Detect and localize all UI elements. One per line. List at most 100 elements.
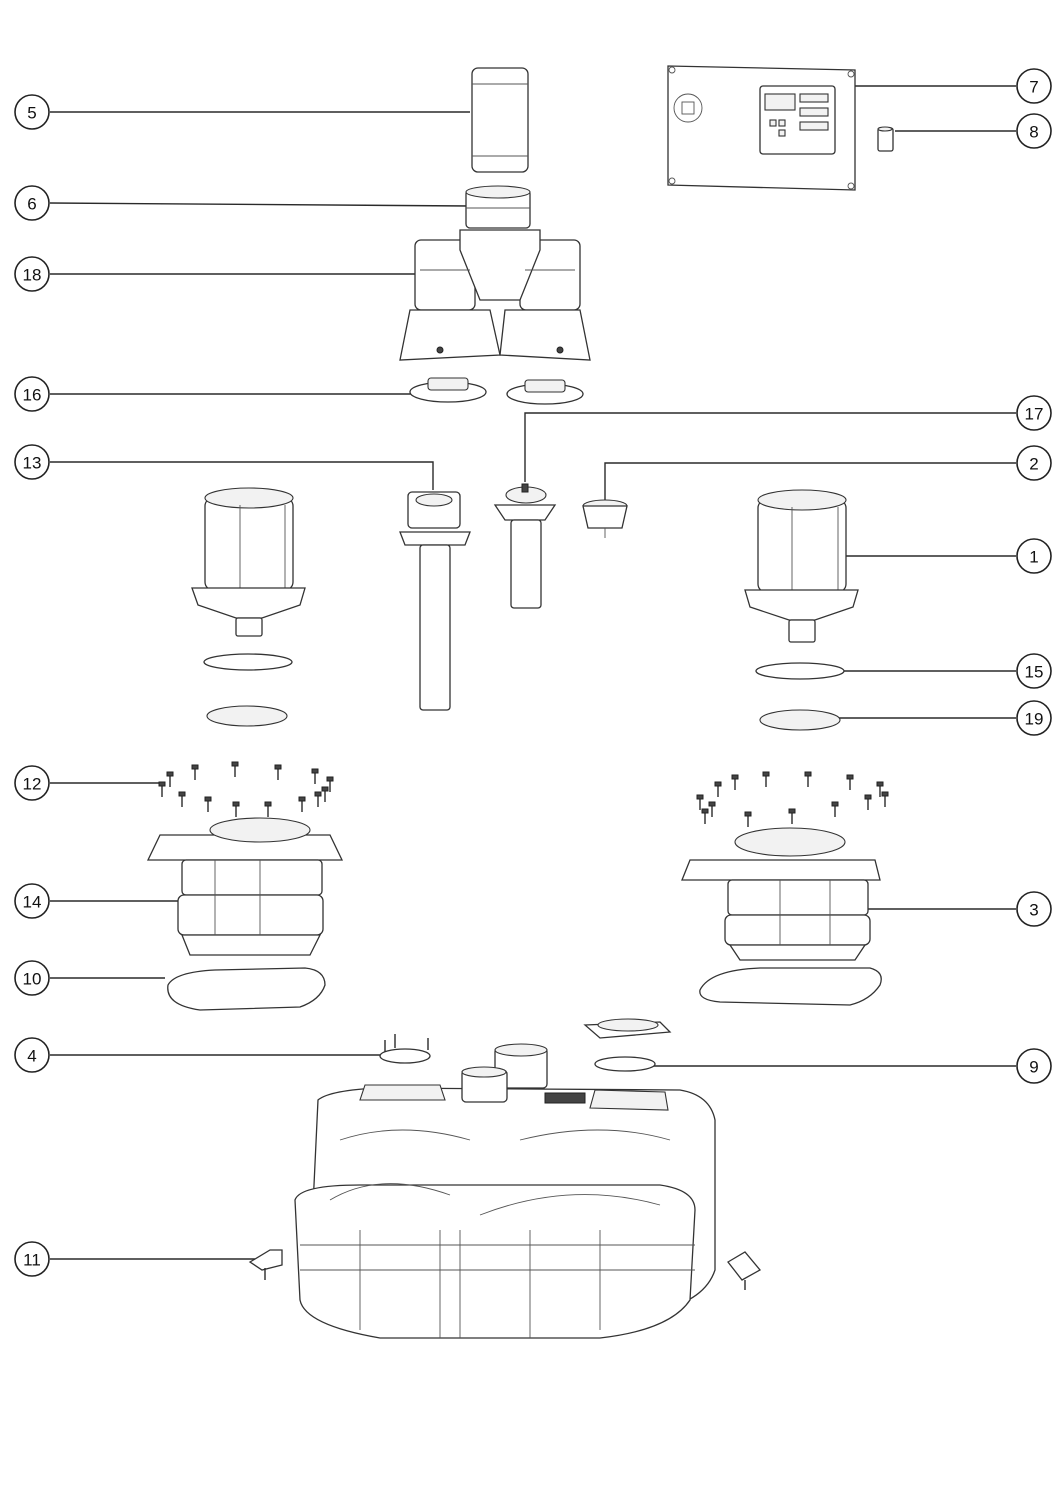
callout-markers: 5 6 18 16 13 12 14 10 4 11 7 8 17 2 1 15 19 3 9: [14, 68, 1052, 1277]
callout-number: 9: [1029, 1058, 1038, 1077]
callout-circle: [14, 256, 50, 292]
bolt-head: [298, 796, 306, 802]
check-valve-icon: [379, 1034, 431, 1064]
bolt-head: [731, 774, 739, 780]
pump-housing-icon: [146, 817, 344, 956]
callout-circle: [14, 960, 50, 996]
callout-4: 4: [14, 1037, 50, 1073]
bolt-head: [788, 808, 796, 814]
bolt-set-icon: [158, 761, 889, 827]
callout-circle: [14, 94, 50, 130]
callout-circle: [1016, 1048, 1052, 1084]
callout-number: 3: [1029, 901, 1038, 920]
bolt-head: [708, 801, 716, 807]
callout-number: 1: [1029, 548, 1038, 567]
callout-8: 8: [1016, 113, 1052, 149]
bolt-head: [714, 781, 722, 787]
o-ring-icon: [203, 653, 845, 680]
bolt-head: [876, 781, 884, 787]
callout-number: 18: [23, 266, 42, 285]
callout-3: 3: [1016, 891, 1052, 927]
callout-2: 2: [1016, 445, 1052, 481]
callout-number: 19: [1025, 710, 1044, 729]
bolt-head: [804, 771, 812, 777]
bolt-head: [311, 768, 319, 774]
gasket-plate-icon: [167, 967, 882, 1011]
callout-number: 6: [27, 195, 36, 214]
callout-number: 2: [1029, 455, 1038, 474]
callout-circle: [14, 883, 50, 919]
callout-circle: [1016, 445, 1052, 481]
callout-number: 15: [1025, 663, 1044, 682]
bolt-head: [204, 796, 212, 802]
bolt-head: [326, 776, 334, 782]
bolt-head: [166, 771, 174, 777]
callout-number: 4: [27, 1047, 36, 1066]
callout-number: 8: [1029, 123, 1038, 142]
bracket-icon: [248, 1249, 762, 1290]
callout-number: 17: [1025, 405, 1044, 424]
callout-16: 16: [14, 376, 50, 412]
motor-icon: [744, 489, 859, 643]
callout-1: 1: [1016, 538, 1052, 574]
bolt-head: [701, 808, 709, 814]
pump-housing-icon: [681, 827, 881, 961]
callout-circle: [14, 1241, 50, 1277]
bolt-head: [232, 801, 240, 807]
control-box-icon: [667, 65, 856, 191]
callout-circle: [14, 1037, 50, 1073]
callout-12: 12: [14, 765, 50, 801]
bolt-head: [744, 811, 752, 817]
callout-circle: [14, 185, 50, 221]
bolt-head: [191, 764, 199, 770]
callout-circle: [14, 376, 50, 412]
callout-18: 18: [14, 256, 50, 292]
bolt-head: [158, 781, 166, 787]
callout-14: 14: [14, 883, 50, 919]
callout-circle: [1016, 68, 1052, 104]
bolt-head: [831, 801, 839, 807]
callout-number: 12: [23, 775, 42, 794]
callout-number: 14: [23, 893, 42, 912]
level-sensor-icon: [493, 483, 557, 609]
callout-19: 19: [1016, 700, 1052, 736]
callout-number: 16: [23, 386, 42, 405]
bolt-head: [231, 761, 239, 767]
callout-13: 13: [14, 444, 50, 480]
filter-cylinder-icon: [471, 67, 529, 173]
callout-circle: [14, 765, 50, 801]
callout-6: 6: [14, 185, 50, 221]
callout-number: 13: [23, 454, 42, 473]
callout-circle: [1016, 653, 1052, 689]
pump-manifold-icon: [399, 229, 591, 361]
bolt-head: [864, 794, 872, 800]
bolt-head: [274, 764, 282, 770]
callout-circle: [1016, 891, 1052, 927]
bolt-head: [178, 791, 186, 797]
gasket-plate-icon: [583, 1018, 672, 1072]
motor-icon: [191, 487, 306, 637]
bolt-head: [264, 801, 272, 807]
callout-number: 7: [1029, 78, 1038, 97]
callout-number: 5: [27, 104, 36, 123]
leader-lines: [49, 85, 1016, 1260]
callout-15: 15: [1016, 653, 1052, 689]
callout-5: 5: [14, 94, 50, 130]
check-valve-icon: [465, 185, 531, 229]
callout-circle: [1016, 395, 1052, 431]
callout-10: 10: [14, 960, 50, 996]
bolt-head: [314, 791, 322, 797]
callout-7: 7: [1016, 68, 1052, 104]
check-valve-icon: [582, 499, 628, 538]
gasket-plate-icon: [409, 377, 584, 405]
level-sensor-icon: [399, 491, 471, 711]
bolt-head: [762, 771, 770, 777]
callout-9: 9: [1016, 1048, 1052, 1084]
callout-number: 11: [23, 1251, 41, 1270]
tank-icon: [294, 1043, 716, 1339]
callout-number: 10: [23, 970, 42, 989]
callout-circle: [1016, 538, 1052, 574]
callout-17: 17: [1016, 395, 1052, 431]
